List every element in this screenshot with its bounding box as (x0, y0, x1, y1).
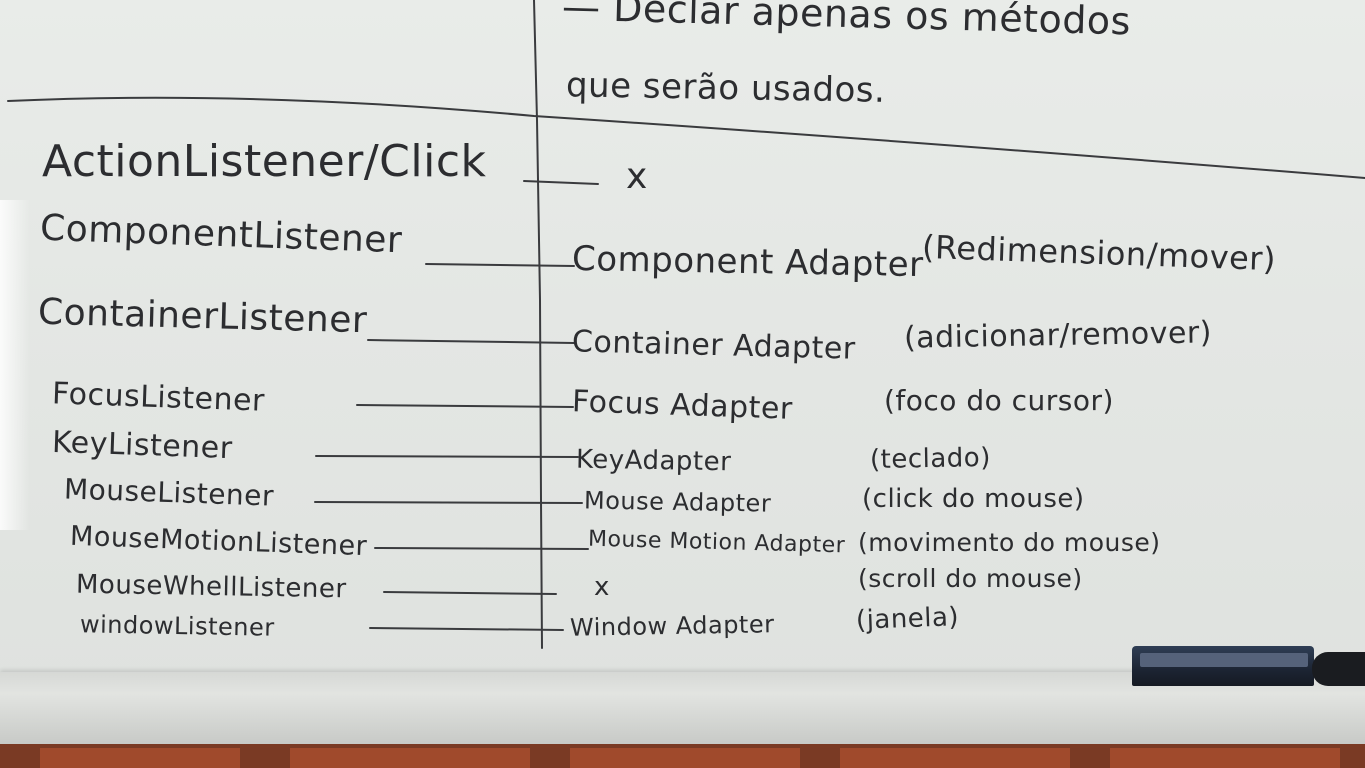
vertical-divider-line (533, 0, 543, 649)
adapter-label-7: x (594, 572, 610, 602)
adapter-label-5: Mouse Adapter (583, 486, 772, 518)
connector-line-4 (315, 455, 579, 458)
note-label-4: (teclado) (869, 442, 992, 476)
brick (1110, 748, 1340, 768)
brick (290, 748, 530, 768)
connector-line-3 (356, 404, 574, 408)
eraser-felt (1140, 653, 1308, 667)
adapter-label-2: Container Adapter (571, 324, 857, 367)
drawn-lines (7, 0, 1365, 649)
adapter-label-8: Window Adapter (569, 610, 775, 642)
listener-label-7: MouseWhellListener (75, 569, 347, 605)
listener-label-8: windowListener (79, 610, 275, 642)
connector-line-7 (383, 591, 557, 595)
note-label-6: (movimento do mouse) (858, 528, 1161, 557)
connector-line-8 (369, 627, 564, 631)
brick (840, 748, 1070, 768)
note-label-5: (click do mouse) (862, 484, 1085, 514)
adapter-label-0: x (626, 156, 648, 197)
brick (40, 748, 240, 768)
top-note-line-2: que serão usados. (565, 65, 886, 111)
whiteboard (0, 0, 1365, 690)
brick (570, 748, 800, 768)
connector-line-5 (314, 501, 583, 504)
top-horizontal-line (7, 96, 1365, 179)
listener-label-2: ContainerListener (37, 291, 368, 342)
connector-line-2 (367, 339, 575, 344)
connector-line-0 (523, 180, 599, 185)
note-label-7: (scroll do mouse) (858, 564, 1083, 593)
connector-line-1 (425, 263, 575, 267)
listener-label-3: FocusListener (51, 376, 266, 419)
listener-label-0: ActionListener/Click (42, 136, 487, 187)
adapter-label-4: KeyAdapter (575, 444, 732, 478)
adapter-label-1: Component Adapter (571, 238, 924, 286)
marker-pen (1312, 652, 1365, 686)
note-label-3: (foco do cursor) (884, 384, 1114, 417)
light-glare (0, 200, 30, 530)
note-label-8: (janela) (855, 602, 960, 636)
note-label-2: (adicionar/remover) (903, 315, 1213, 356)
listener-label-4: KeyListener (51, 424, 234, 467)
connector-line-6 (374, 547, 589, 550)
